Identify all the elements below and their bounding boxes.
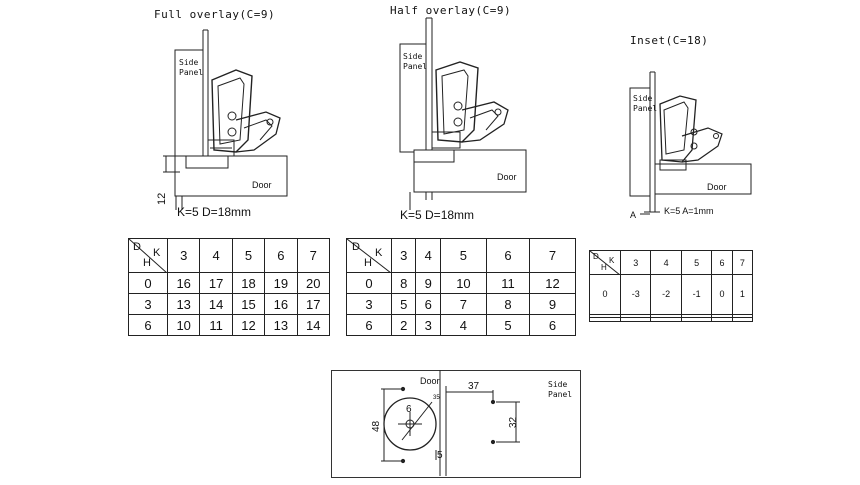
corner-k: K <box>153 247 161 259</box>
d-value: 13 <box>264 314 298 336</box>
half-door-label: Door <box>497 172 517 182</box>
d-value: 18 <box>231 272 266 294</box>
corner-d: D <box>593 252 599 261</box>
d-value: 17 <box>296 293 331 315</box>
half-k-d-label: K=5 D=18mm <box>400 208 475 222</box>
d-value: 11 <box>199 314 233 336</box>
side-panel-line1: Side <box>179 58 199 67</box>
side-panel-line1: Side <box>548 380 568 389</box>
full-k-d-label: K=5 D=18mm <box>177 205 252 219</box>
h-value: 0 <box>589 274 621 315</box>
drilling-door-label: Door <box>420 376 440 386</box>
d-value <box>731 317 754 322</box>
k-header: 6 <box>264 238 298 273</box>
corner-h: H <box>364 257 372 269</box>
side-panel-line2: Panel <box>403 62 428 71</box>
d-value: 3 <box>415 314 441 336</box>
k-header: 7 <box>731 250 754 275</box>
side-panel-line2: Panel <box>179 68 204 77</box>
drilling-diagram-frame <box>331 370 581 478</box>
k-header: 7 <box>296 238 331 273</box>
table-corner: D K H <box>589 250 621 275</box>
table-row: 0 -3 -2 -1 0 1 <box>589 274 754 315</box>
d-value: 5 <box>485 314 531 336</box>
table-row: 6 2 3 4 5 6 <box>346 314 576 336</box>
d-value: 12 <box>231 314 266 336</box>
corner-h: H <box>601 263 607 272</box>
side-panel-line1: Side <box>403 52 423 61</box>
table-corner: D K H <box>346 238 392 273</box>
inset-title: Inset(C=18) <box>630 34 709 47</box>
table-corner: D K H <box>128 238 168 273</box>
full-overlay-title: Full overlay(C=9) <box>154 8 276 21</box>
dim-48: 48 <box>371 420 382 432</box>
d-value: 14 <box>296 314 331 336</box>
corner-d: D <box>133 241 141 253</box>
d-value <box>650 317 682 322</box>
half-overlay-table: D K H 3 4 5 6 7 0 8 9 10 11 12 3 5 6 7 8… <box>346 238 576 336</box>
d-value: 10 <box>166 314 201 336</box>
dim-37: 37 <box>468 381 480 392</box>
half-side-panel-label: Side Panel <box>403 52 427 72</box>
table-row <box>589 317 754 322</box>
corner-k: K <box>375 247 383 259</box>
half-overlay-title: Half overlay(C=9) <box>390 4 512 17</box>
k-header: 5 <box>680 250 713 275</box>
inset-table: D K H 3 4 5 6 7 0 -3 -2 -1 0 1 <box>589 250 754 322</box>
inset-a-label: A <box>630 210 637 220</box>
d-value: 20 <box>296 272 331 294</box>
d-value: 12 <box>529 272 576 294</box>
dim-5: 5 <box>437 450 443 461</box>
corner-k: K <box>609 256 615 265</box>
corner-h: H <box>143 257 151 269</box>
k-header: 4 <box>415 238 441 273</box>
dim-35: 35 <box>433 395 440 401</box>
k-header: 3 <box>619 250 652 275</box>
full-side-panel-label: Side Panel <box>179 58 203 78</box>
drilling-side-panel-label: Side Panel <box>548 380 572 400</box>
table-row: 6 10 11 12 13 14 <box>128 314 331 336</box>
inset-side-panel-label: Side Panel <box>633 94 657 114</box>
d-value: 1 <box>731 274 754 315</box>
inset-door-label: Door <box>707 182 727 192</box>
d-value: -2 <box>650 274 682 315</box>
full-door-label: Door <box>252 180 272 190</box>
d-value: 2 <box>390 314 417 336</box>
k-header: 4 <box>650 250 682 275</box>
d-value: -3 <box>619 274 652 315</box>
table-row: 3 5 6 7 8 9 <box>346 293 576 315</box>
d-value: 16 <box>166 272 201 294</box>
side-panel-line1: Side <box>633 94 653 103</box>
d-value: 13 <box>166 293 201 315</box>
d-value: 6 <box>529 314 576 336</box>
d-value: 4 <box>439 314 487 336</box>
side-panel-line2: Panel <box>633 104 658 113</box>
k-header: 3 <box>390 238 417 273</box>
table-row: 0 16 17 18 19 20 <box>128 272 331 294</box>
dim-6: 6 <box>406 404 412 415</box>
d-value: 19 <box>264 272 298 294</box>
full-overlay-table: D K H 3 4 5 6 7 0 16 17 18 19 20 3 13 14… <box>128 238 331 336</box>
d-value <box>619 317 652 322</box>
d-value: -1 <box>680 274 713 315</box>
corner-d: D <box>352 241 360 253</box>
k-header: 3 <box>166 238 201 273</box>
dim-32: 32 <box>508 416 519 428</box>
k-header: 5 <box>439 238 487 273</box>
table-row: 3 13 14 15 16 17 <box>128 293 331 315</box>
side-panel-line2: Panel <box>548 390 573 399</box>
inset-k-a-label: K=5 A=1mm <box>664 206 714 216</box>
k-header: 6 <box>485 238 531 273</box>
